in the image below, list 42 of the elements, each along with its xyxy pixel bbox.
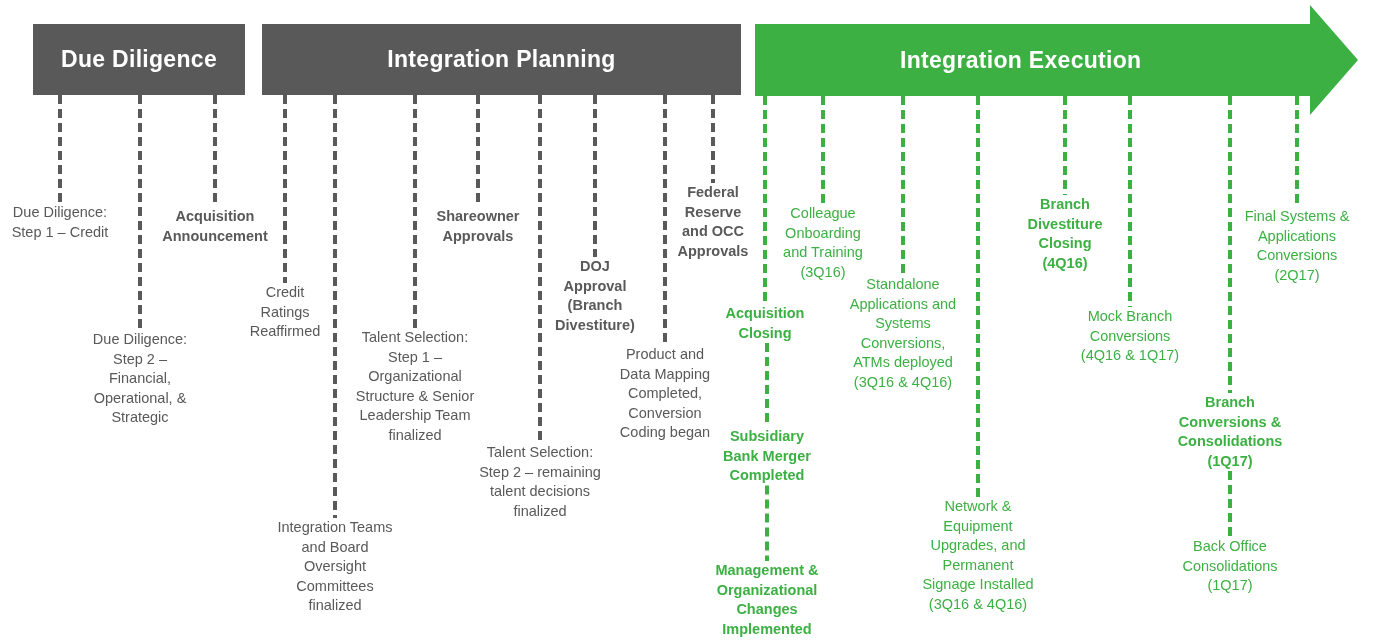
milestone-label: Credit Ratings Reaffirmed: [240, 283, 330, 342]
leader-line: [821, 96, 825, 204]
milestone-label: Due Diligence: Step 1 – Credit: [1, 203, 119, 242]
milestone-label: Federal Reserve and OCC Approvals: [670, 183, 756, 261]
milestone-label: DOJ Approval (Branch Divestiture): [549, 257, 641, 335]
leader-line: [663, 95, 667, 345]
leader-line: [58, 95, 62, 203]
leader-line: [538, 95, 542, 443]
leader-line: [711, 95, 715, 183]
leader-line: [593, 95, 597, 257]
milestone-label: Subsidiary Bank Merger Completed: [719, 427, 815, 486]
leader-line: [1228, 96, 1232, 393]
milestone-label: Back Office Consolidations (1Q17): [1174, 537, 1286, 596]
milestone-label: Final Systems & Applications Conversions (2Q17): [1235, 207, 1359, 285]
milestone-label: Branch Conversions & Consolidations (1Q17): [1166, 393, 1294, 471]
milestone-label: Acquisition Closing: [715, 304, 815, 343]
milestone-label: Integration Teams and Board Oversight Committees finalized: [274, 518, 396, 616]
leader-line: [138, 95, 142, 330]
milestone-label: Mock Branch Conversions (4Q16 & 1Q17): [1068, 307, 1192, 366]
leader-line: [283, 95, 287, 283]
milestone-label: Branch Divestiture Closing (4Q16): [1016, 195, 1114, 273]
milestone-label: Talent Selection: Step 2 – remaining talent decisions finalized: [470, 443, 610, 521]
milestone-label: Network & Equipment Upgrades, and Permanent Signage Installed (3Q16 & 4Q16): [914, 497, 1042, 614]
phase-bar: Integration Planning: [262, 24, 741, 95]
leader-line: [763, 96, 767, 304]
leader-line: [901, 96, 905, 275]
leader-line: [976, 96, 980, 497]
phase-bar: Due Diligence: [33, 24, 245, 95]
milestone-label: Acquisition Announcement: [155, 207, 275, 246]
leader-line: [413, 95, 417, 328]
leader-line: [1228, 471, 1232, 537]
leader-line: [1128, 96, 1132, 307]
milestone-label: Standalone Applications and Systems Conversions, ATMs deployed (3Q16 & 4Q16): [847, 275, 959, 392]
leader-line: [765, 485, 769, 561]
leader-line: [333, 95, 337, 518]
milestone-label: Due Diligence: Step 2 – Financial, Operational, & Strategic: [81, 330, 199, 428]
milestone-label: Management & Organizational Changes Implemented: [703, 561, 831, 639]
leader-line: [1063, 96, 1067, 195]
milestone-label: Shareowner Approvals: [424, 207, 532, 246]
milestone-label: Talent Selection: Step 1 – Organizational Structure & Senior Leadership Team finalized: [351, 328, 479, 445]
milestone-label: Product and Data Mapping Completed, Conversion Coding began: [613, 345, 717, 443]
phase-arrow: Integration Execution: [755, 5, 1358, 115]
